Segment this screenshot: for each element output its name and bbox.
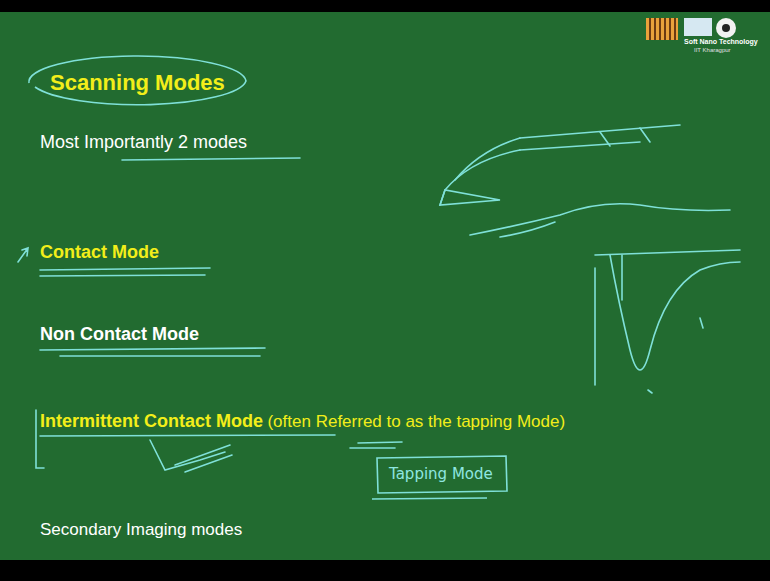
mode-note: (often Referred to as the tapping Mode) (267, 412, 565, 431)
mode-item: Non Contact Mode (40, 324, 199, 345)
node-text: Tapping Mode (389, 465, 493, 483)
mode-item: Contact Mode (40, 242, 159, 263)
logo (646, 18, 736, 40)
circled-title: Scanning Modes (28, 56, 247, 110)
node-text: Scanning Modes (50, 70, 225, 96)
boxed-note: Tapping Mode (375, 455, 507, 493)
mode-item: Intermittent Contact Mode (40, 411, 263, 431)
logo-text: IIT Kharagpur (694, 47, 731, 53)
logo-text: Soft Nano Technology (684, 38, 758, 45)
mode-item: Secondary Imaging modes (40, 520, 242, 540)
intro-line: Most Importantly 2 modes (40, 132, 247, 153)
wrapped-line: Intermittent Contact Mode (often Referre… (40, 408, 640, 435)
